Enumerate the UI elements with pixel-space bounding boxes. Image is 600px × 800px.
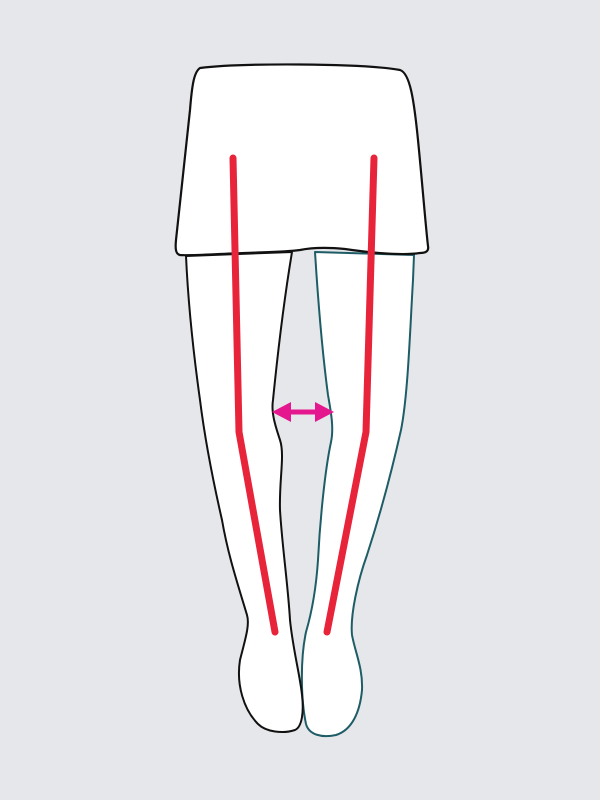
knee-gap-arrow-head-left xyxy=(272,402,291,422)
knee-gap-arrow xyxy=(272,402,334,422)
skirt xyxy=(174,63,430,257)
right-leg-axis-line xyxy=(323,154,378,636)
left-leg-axis-line xyxy=(229,154,279,636)
knee-gap-arrow-head-right xyxy=(315,402,334,422)
